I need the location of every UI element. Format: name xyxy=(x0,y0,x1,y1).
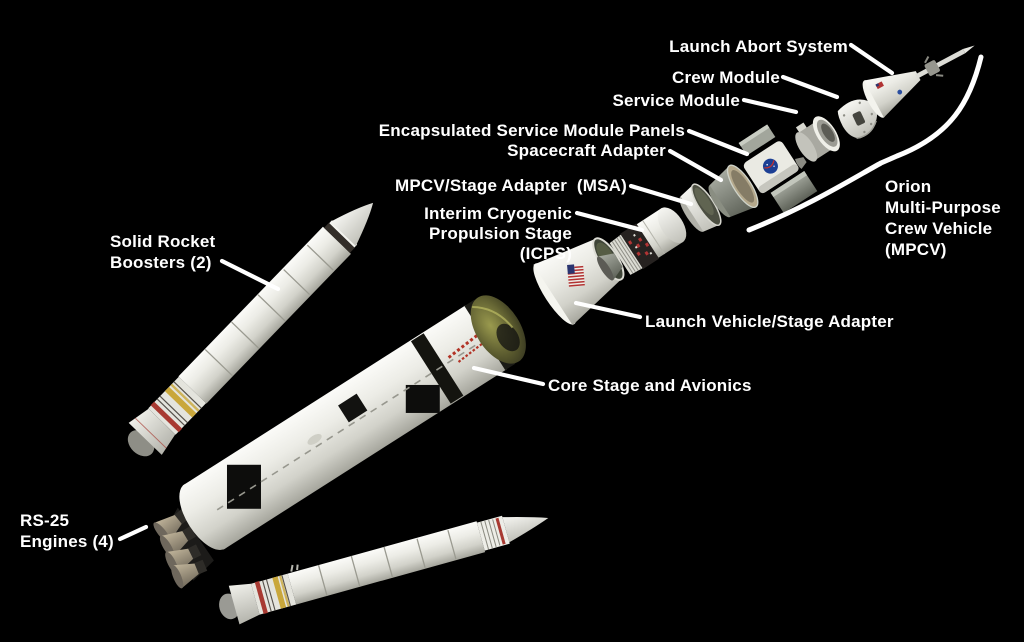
core-red-lettering xyxy=(447,330,483,359)
label-service-module: Service Module xyxy=(612,91,740,110)
leader-rs25-engines xyxy=(117,524,149,542)
label-crew-module: Crew Module xyxy=(672,68,780,87)
rs25-engines xyxy=(153,507,214,589)
label-esm-panels: Encapsulated Service Module Panels xyxy=(379,121,685,140)
launch-abort-system xyxy=(862,45,975,118)
label-core-stage: Core Stage and Avionics xyxy=(548,376,752,395)
label-spacecraft-adapter: Spacecraft Adapter xyxy=(507,141,666,160)
crew-module xyxy=(837,99,878,140)
service-module xyxy=(794,116,840,170)
icps-red-checks xyxy=(627,237,650,257)
leader-spacecraft-adapter xyxy=(667,148,724,183)
leader-solid-rocket-boosters xyxy=(219,258,281,292)
label-mpcv-stage-adapter: MPCV/Stage Adapter (MSA) xyxy=(395,176,627,195)
label-lvsa: Launch Vehicle/Stage Adapter xyxy=(645,312,894,331)
labels: Launch Abort System Crew Module Service … xyxy=(20,37,1001,551)
las-logo-dot xyxy=(897,89,903,95)
leader-launch-abort-system xyxy=(848,42,895,76)
label-launch-abort-system: Launch Abort System xyxy=(669,37,848,56)
icps-stage xyxy=(596,207,687,281)
leader-service-module xyxy=(741,97,799,115)
service-module-panels xyxy=(738,124,818,213)
mpcv-stage-adapter xyxy=(679,183,722,232)
label-rs25-line2: Engines (4) xyxy=(20,532,114,551)
label-icps-line2: Propulsion Stage xyxy=(429,224,572,243)
label-srb-line2: Boosters (2) xyxy=(110,253,212,272)
leader-icps xyxy=(574,210,645,233)
label-orion-line3: Crew Vehicle xyxy=(885,219,992,238)
leader-esm-panels xyxy=(686,128,750,157)
label-srb-line1: Solid Rocket xyxy=(110,232,216,251)
us-flag xyxy=(567,263,585,287)
label-orion-line4: (MPCV) xyxy=(885,240,947,259)
panel-nasa-logo xyxy=(743,141,799,194)
label-icps-line1: Interim Cryogenic xyxy=(424,204,572,223)
spacecraft-adapter xyxy=(708,164,759,218)
solid-rocket-booster-upper xyxy=(127,202,374,457)
core-stage xyxy=(153,295,526,589)
orion-brace xyxy=(746,54,984,233)
las-flag-decal xyxy=(875,81,884,90)
label-rs25-line1: RS-25 xyxy=(20,511,69,530)
leader-mpcv-stage-adapter xyxy=(628,183,694,207)
label-orion-line1: Orion xyxy=(885,177,931,196)
label-orion-line2: Multi-Purpose xyxy=(885,198,1001,217)
leader-core-stage xyxy=(471,365,546,387)
label-icps-line3: (ICPS) xyxy=(520,244,572,263)
leader-lines xyxy=(117,42,895,542)
solid-rocket-booster-lower xyxy=(219,515,549,625)
leader-lvsa xyxy=(573,300,643,320)
leader-crew-module xyxy=(780,74,840,100)
